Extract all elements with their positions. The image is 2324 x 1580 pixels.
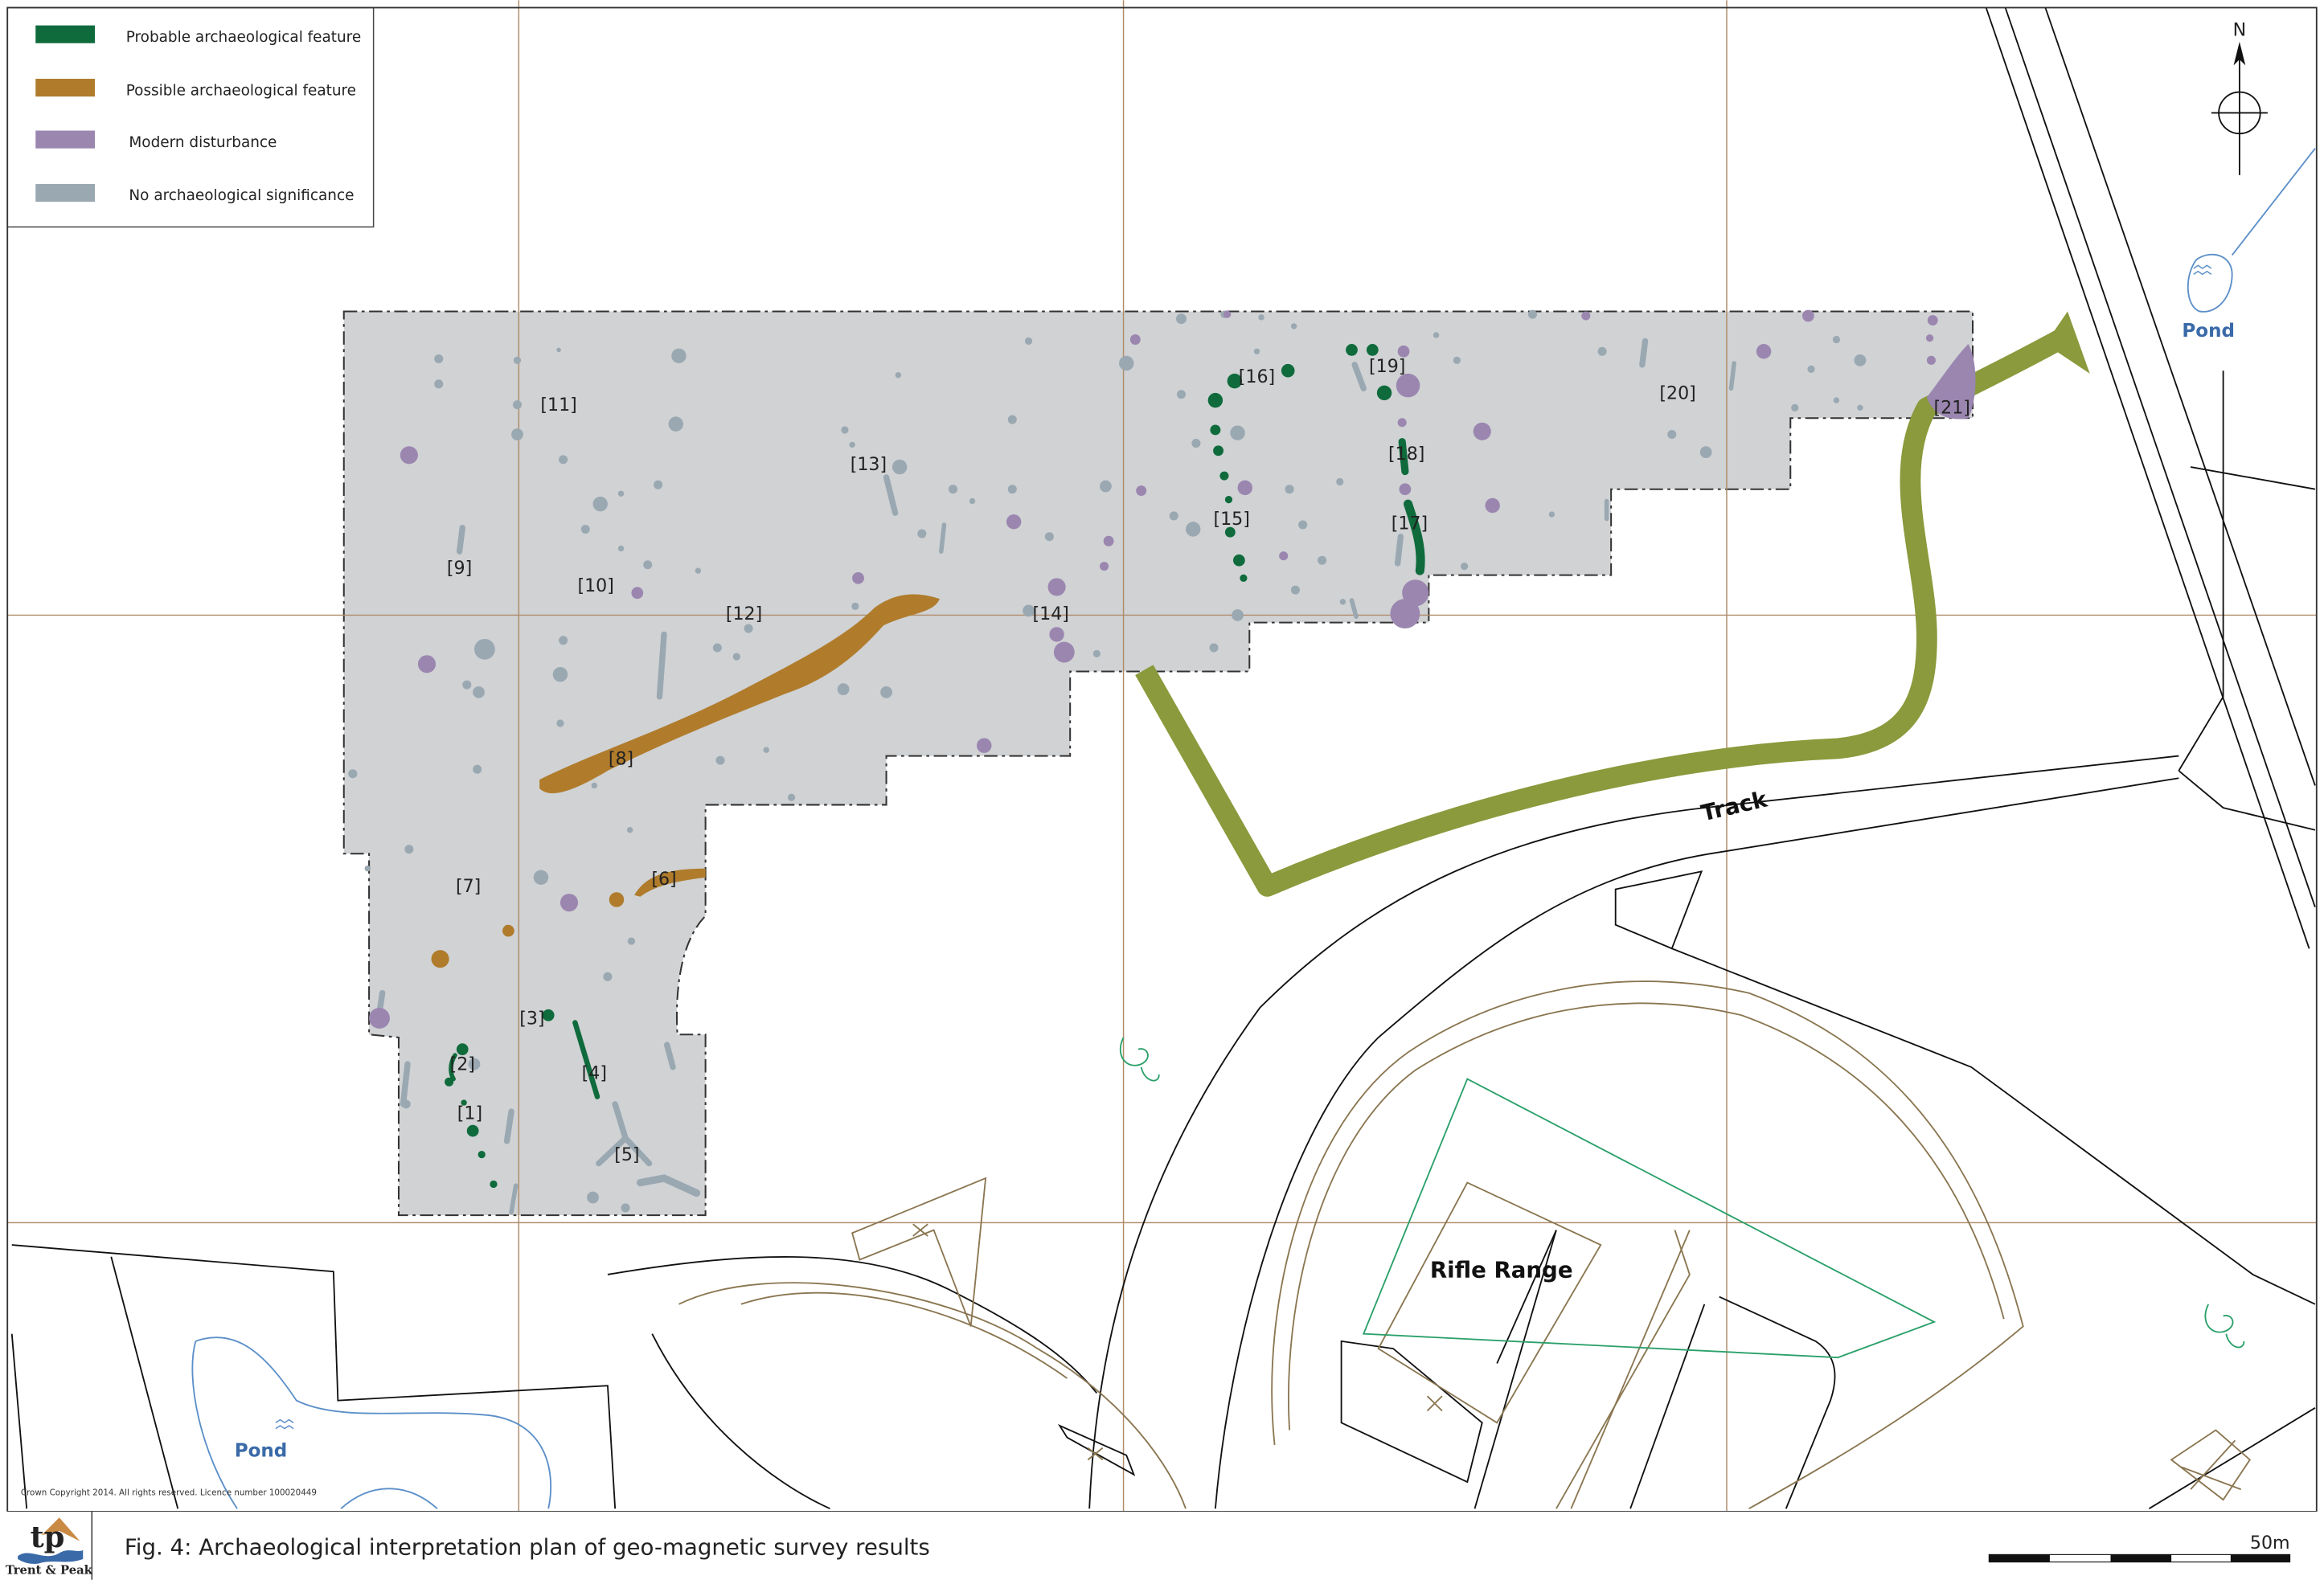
features-modern-disturbance (369, 309, 1938, 1029)
feature-label-11: [11] (540, 395, 576, 415)
survey-area (342, 310, 1974, 1217)
scale-bar: 50m (1988, 1533, 2291, 1563)
legend-label-no-significance: No archaeological significance (129, 187, 354, 204)
feature-label-20: [20] (1659, 383, 1695, 403)
feature-label-8: [8] (609, 749, 633, 770)
feature-label-10: [10] (577, 575, 613, 596)
rifle-range-fence (1362, 1078, 1937, 1359)
feature-label-13: [13] (850, 454, 887, 475)
pond-ne-outline (2187, 253, 2233, 313)
feature-label-12: [12] (726, 604, 762, 624)
features-no-significance-linear (375, 338, 1736, 1215)
features-possible-points (431, 892, 625, 968)
features-probable-linear (449, 438, 1425, 1099)
legend-swatch-no-significance (35, 183, 95, 203)
legend-swatch-modern (35, 130, 95, 149)
feature-21-shape (1926, 344, 1976, 420)
feature-label-2: [2] (450, 1054, 475, 1074)
feature-label-7: [7] (456, 876, 481, 897)
legend-label-possible: Possible archaeological feature (126, 82, 356, 99)
north-label: N (2233, 20, 2247, 41)
scale-bar-label: 50m (2250, 1533, 2290, 1553)
feature-label-21: [21] (1934, 398, 1970, 419)
feature-label-14: [14] (1033, 604, 1069, 624)
feature-label-3: [3] (519, 1008, 544, 1029)
feature-6-shape (634, 868, 706, 897)
rifle-range-label: Rifle Range (1430, 1257, 1573, 1283)
feature-labels: [1] [2] [3] [4] [5] [6] [7] [8] [9] [10]… (447, 356, 1970, 1165)
feature-label-4: [4] (582, 1063, 607, 1084)
base-map-lines (10, 7, 2316, 1510)
feature-8-shape (539, 594, 940, 794)
legend-label-probable: Probable archaeological feature (126, 29, 361, 46)
feature-label-16: [16] (1239, 366, 1275, 387)
contour-lines (678, 980, 2252, 1510)
legend-swatch-possible (35, 79, 95, 97)
track-end (2045, 311, 2090, 374)
pond-sw-label: Pond (235, 1441, 288, 1462)
feature-label-17: [17] (1392, 514, 1428, 534)
water-symbol (275, 264, 2212, 1430)
feature-label-1: [1] (457, 1103, 482, 1124)
stream-ne (2231, 148, 2316, 256)
figure-caption: Fig. 4: Archaeological interpretation pl… (125, 1533, 930, 1560)
legend-label-modern: Modern disturbance (129, 134, 277, 151)
feature-label-19: [19] (1369, 356, 1405, 377)
features-probable-points (445, 344, 1392, 1189)
footer-bar (0, 1511, 2324, 1580)
tree-symbol (1119, 1037, 2245, 1349)
legend: Probable archaeological feature Possible… (6, 6, 375, 228)
pond-sw-inner (340, 1488, 438, 1509)
pond-sw-outline (191, 1336, 552, 1509)
legend-swatch-probable (35, 25, 95, 43)
feature-label-15: [15] (1213, 509, 1249, 530)
cross-markers (912, 1223, 1443, 1461)
feature-label-5: [5] (614, 1144, 639, 1165)
logo-roof-icon (41, 1517, 80, 1541)
feature-label-6: [6] (651, 869, 676, 890)
feature-label-9: [9] (447, 558, 472, 579)
north-arrow: N (2211, 20, 2268, 175)
logo: tp Trent & Peak (6, 1517, 93, 1577)
logo-name: Trent & Peak (6, 1563, 93, 1577)
logo-wave-icon (18, 1549, 84, 1564)
copyright-notice: Crown Copyright 2014. All rights reserve… (21, 1488, 317, 1498)
logo-mark: tp (31, 1519, 65, 1554)
pond-ne-label: Pond (2182, 321, 2235, 342)
feature-label-18: [18] (1388, 444, 1424, 465)
features-no-significance (348, 309, 1867, 1213)
